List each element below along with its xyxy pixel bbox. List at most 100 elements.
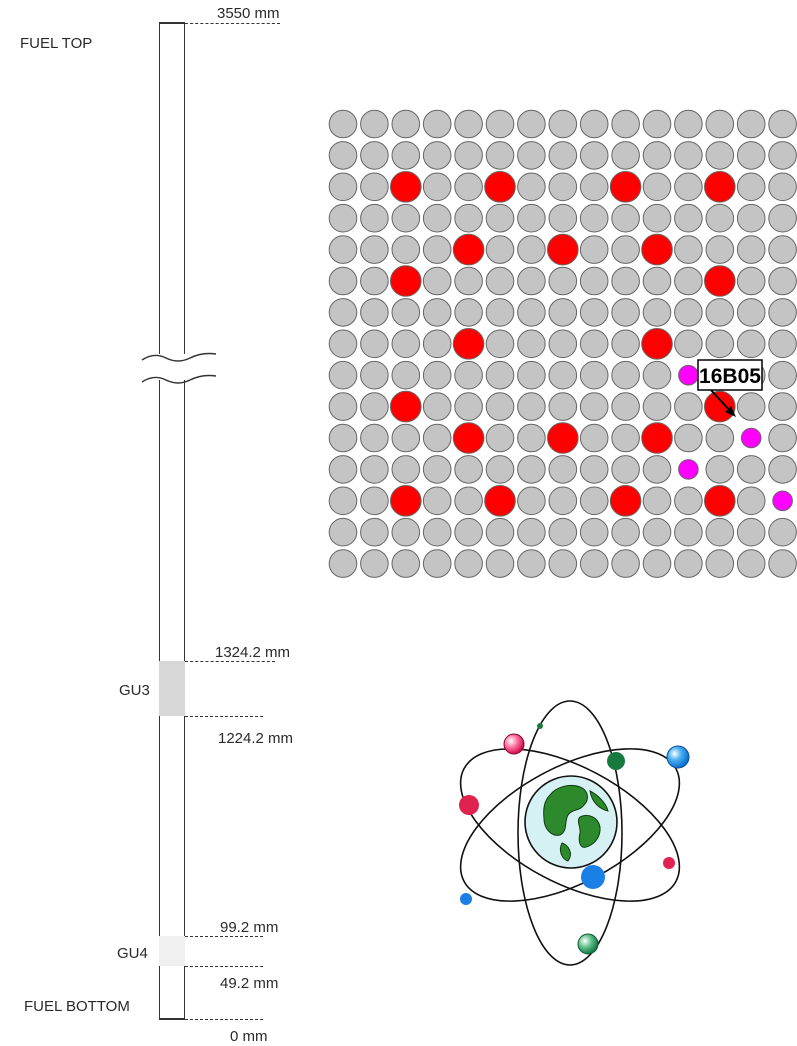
fuel-pin — [328, 235, 358, 264]
fuel-pin — [422, 266, 452, 296]
fuel-pin — [422, 235, 452, 264]
fuel-pin — [454, 203, 483, 233]
fuel-pin — [611, 329, 640, 359]
fuel-pin — [360, 109, 389, 139]
fuel-pin — [517, 423, 546, 453]
fuel-pin — [328, 266, 358, 296]
gu4-label: GU4 — [117, 945, 148, 962]
fuel-pin — [485, 266, 515, 296]
guide-pin — [390, 171, 422, 203]
gu3-label: GU3 — [119, 682, 150, 699]
globe-icon — [524, 775, 618, 869]
fuel-pin — [674, 298, 703, 327]
fuel-pin — [736, 266, 766, 296]
fuel-pin — [705, 423, 735, 453]
fuel-pin — [642, 298, 672, 327]
fuel-pin — [422, 360, 452, 390]
gu4-upper-mark-line — [185, 936, 263, 937]
fuel-pin — [328, 549, 358, 578]
fuel-pin — [674, 392, 703, 421]
guide-pin — [641, 328, 673, 360]
fuel-pin — [328, 360, 358, 390]
fuel-pin — [705, 109, 735, 139]
guide-pin — [641, 422, 673, 454]
fuel-pin — [768, 172, 797, 202]
fuel-pin — [422, 423, 452, 453]
fuel-pin — [674, 172, 703, 202]
fuel-pin — [454, 360, 483, 390]
gu3-upper-mark-line — [185, 661, 275, 662]
gu3-lower-mark-line — [185, 716, 263, 717]
fuel-pin — [517, 549, 546, 578]
fuel-pin — [611, 360, 640, 390]
guide-pin — [704, 485, 736, 517]
fuel-rod-bottom-cap — [159, 1018, 185, 1020]
fuel-pin — [548, 549, 578, 578]
fuel-pin — [391, 235, 421, 264]
fuel-pin — [360, 298, 389, 327]
fuel-pin — [579, 360, 609, 390]
fuel-pin — [422, 392, 452, 421]
fuel-pin — [579, 298, 609, 327]
guide-pin — [609, 171, 642, 203]
fuel-pin — [328, 298, 358, 327]
fuel-pin — [611, 298, 640, 327]
fuel-pin — [579, 141, 609, 170]
fuel-pin — [328, 329, 358, 359]
fuel-pin — [768, 392, 797, 421]
guide-pin — [704, 390, 736, 423]
selected-pin — [678, 459, 699, 480]
fuel-pin — [768, 517, 797, 547]
fuel-pin — [485, 423, 515, 453]
fuel-pin — [642, 549, 672, 578]
selected-pin — [740, 427, 762, 449]
fuel-pin — [768, 141, 797, 170]
fuel-pin — [517, 266, 546, 296]
fuel-pin — [642, 203, 672, 233]
fuel-pin — [485, 298, 515, 327]
rod-break-lines — [141, 352, 217, 384]
fuel-pin — [454, 455, 483, 484]
fuel-pin — [611, 392, 640, 421]
callout: 16B05 — [697, 359, 763, 417]
fuel-pin — [391, 298, 421, 327]
fuel-pin — [485, 455, 515, 484]
fuel-pin — [611, 235, 640, 264]
fuel-pin — [485, 109, 515, 139]
fuel-pin — [674, 266, 703, 296]
top-mark-line — [185, 23, 280, 24]
fuel-pin — [548, 109, 578, 139]
fuel-pin — [391, 455, 421, 484]
fuel-pin — [422, 203, 452, 233]
fuel-pin — [579, 266, 609, 296]
fuel-pin — [674, 517, 703, 547]
fuel-pin — [422, 455, 452, 484]
fuel-pin — [548, 298, 578, 327]
fuel-pin — [485, 203, 515, 233]
fuel-pin — [328, 203, 358, 233]
fuel-pin — [485, 517, 515, 547]
fuel-pin — [548, 172, 578, 202]
fuel-pin — [642, 486, 672, 516]
bottom-mark-line — [185, 1019, 263, 1020]
guide-pin — [452, 233, 485, 266]
fuel-pin — [705, 455, 735, 484]
guide-pin — [704, 265, 736, 297]
fuel-pin — [454, 109, 483, 139]
fuel-pin — [642, 455, 672, 484]
fuel-pin — [548, 455, 578, 484]
guide-pin — [390, 485, 422, 517]
fuel-pin — [674, 141, 703, 170]
fuel-pin — [485, 392, 515, 421]
fuel-pin — [454, 172, 483, 202]
fuel-pin — [422, 517, 452, 547]
electron-dots — [459, 723, 690, 955]
guide-pin — [609, 485, 642, 517]
fuel-pin — [517, 392, 546, 421]
fuel-pin — [674, 329, 703, 359]
fuel-pin — [611, 266, 640, 296]
guide-pin — [390, 390, 422, 423]
fuel-pin — [422, 298, 452, 327]
callout-label: 16B05 — [699, 365, 761, 388]
fuel-pin — [328, 455, 358, 484]
